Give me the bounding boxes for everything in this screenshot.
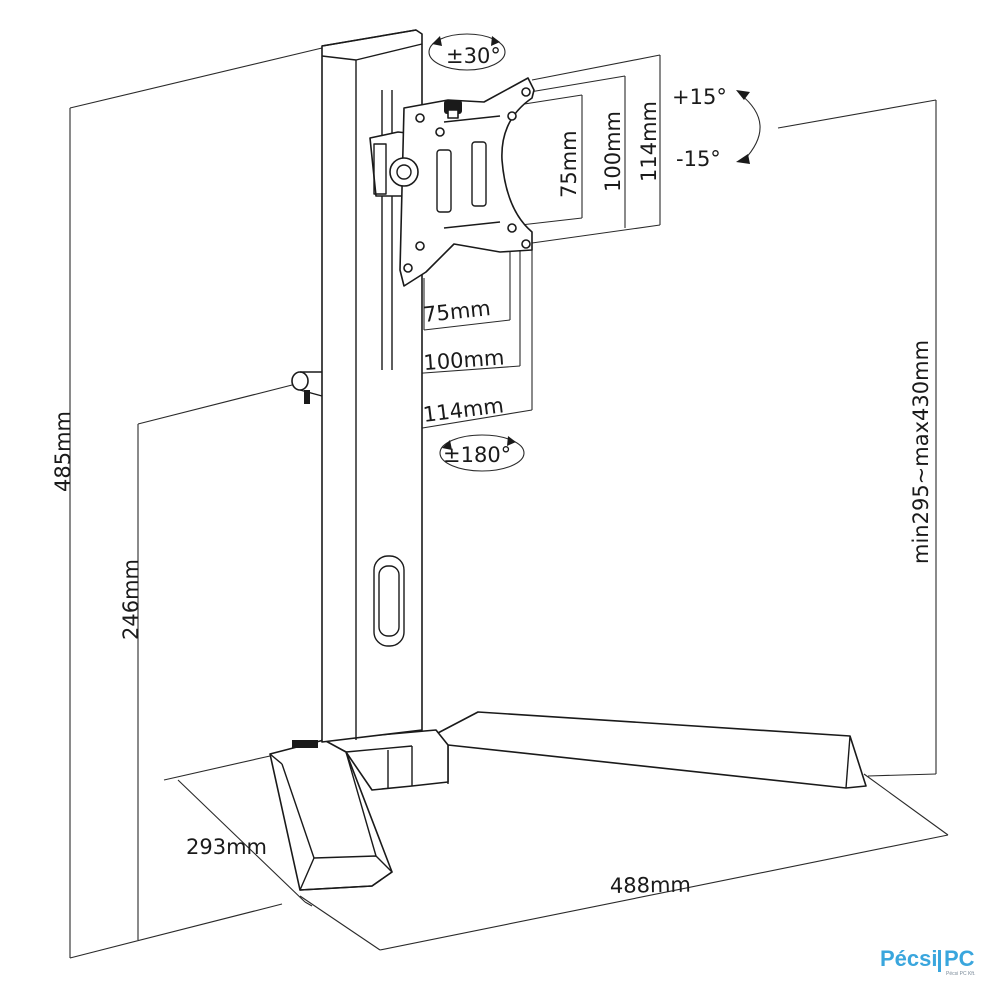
- height-extension-top: [69, 47, 323, 109]
- pivot-hub: [389, 157, 419, 187]
- vesa-h-75-label: 75mm: [422, 296, 492, 327]
- swivel-ellipse: [428, 33, 506, 71]
- dimension-lines: [69, 47, 949, 959]
- total-height-label: 485mm: [51, 411, 75, 492]
- cable-hole: [373, 555, 405, 647]
- vesa-h-100-label: 100mm: [423, 345, 505, 375]
- tilt-up-arrow-icon: [736, 90, 750, 100]
- tilt-up-label: +15°: [672, 85, 727, 109]
- tilt-arc: [739, 93, 761, 161]
- swivel-arrow-left-icon: [432, 36, 442, 46]
- vesa-100-h-line: [409, 365, 521, 375]
- vesa-ext-114-top: [531, 54, 661, 81]
- vesa-hole: [403, 263, 413, 273]
- brand-logo-left: Pécsi: [880, 946, 938, 971]
- vesa-hole: [507, 111, 517, 121]
- vesa-hole: [435, 127, 445, 137]
- swivel-label: ±30°: [446, 44, 501, 68]
- tilt-knob[interactable]: [444, 100, 462, 119]
- vesa-hole: [415, 241, 425, 251]
- vesa-ext-100-top: [523, 75, 626, 94]
- brand-tower-icon: [938, 950, 941, 972]
- vesa-hole: [521, 239, 531, 249]
- brand-tagline: Pécsi PC Kft.: [946, 971, 975, 977]
- base-width-label: 488mm: [610, 873, 691, 898]
- vesa-hole: [507, 223, 517, 233]
- range-extension-top: [777, 99, 937, 129]
- brand-watermark: Pécsi PC Pécsi PC Kft.: [880, 946, 975, 977]
- width-extension-left: [299, 895, 381, 951]
- stand-base: [269, 711, 867, 891]
- vesa-ext-114-bottom: [531, 224, 661, 244]
- rotation-indicators: [428, 33, 761, 472]
- mount-height-extension-top: [137, 383, 297, 425]
- right-leg: [435, 711, 867, 789]
- vesa-v-114-label: 114mm: [637, 101, 661, 182]
- center-hub: [321, 729, 449, 791]
- vesa-v-100-label: 100mm: [601, 111, 625, 192]
- range-extension-bottom: [867, 773, 937, 777]
- base-depth-line: [177, 779, 306, 903]
- rotation-ellipse: [439, 434, 525, 472]
- vesa-hole: [521, 87, 531, 97]
- swivel-arrow-right-icon: [491, 36, 500, 46]
- height-extension-bottom: [69, 903, 283, 959]
- depth-tick: [304, 901, 313, 907]
- stand-column: [291, 29, 423, 743]
- brand-logo-right: PC: [944, 946, 975, 971]
- height-range-label: min295~max430mm: [909, 340, 933, 564]
- vesa-plate: [369, 77, 535, 287]
- tilt-down-label: -15°: [676, 147, 721, 171]
- base-depth-label: 293mm: [186, 835, 267, 859]
- plate-slot-right: [471, 141, 487, 207]
- vesa-h-114-label: 114mm: [422, 393, 505, 427]
- rotation-label: ±180°: [443, 443, 511, 467]
- width-extension-right: [863, 773, 949, 836]
- vesa-ext-75-top: [517, 94, 583, 106]
- depth-extension-top: [163, 755, 271, 781]
- base-width-line: [379, 834, 949, 951]
- rotation-arrow-left-icon: [442, 440, 452, 450]
- vesa-75-h-line: [423, 319, 511, 331]
- mount-plate: [399, 77, 535, 287]
- vesa-v-75-label: 75mm: [557, 130, 581, 198]
- rotation-arrow-right-icon: [507, 436, 516, 446]
- labels: ±30° ±180° +15° -15° 75mm 100mm 114mm 75…: [51, 44, 933, 898]
- plate-slot-left: [436, 149, 452, 213]
- vesa-hole: [415, 113, 425, 123]
- height-adjust-knob[interactable]: [291, 371, 323, 404]
- tilt-down-arrow-icon: [736, 154, 750, 164]
- mount-height-label: 246mm: [119, 559, 143, 640]
